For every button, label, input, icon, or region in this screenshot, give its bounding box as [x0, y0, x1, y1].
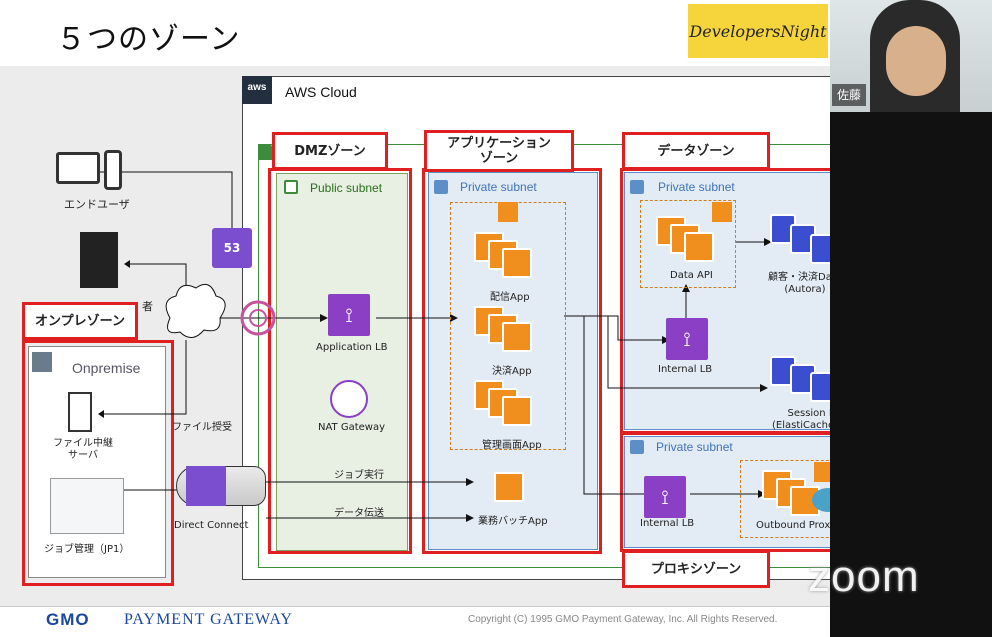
server-icon: [68, 392, 92, 432]
direct-connect-label: Direct Connect: [174, 520, 249, 531]
onpremise-zone-box: [22, 340, 174, 586]
batch-app-label: 業務バッチApp: [478, 516, 548, 527]
private-subnet-proxy-label: Private subnet: [656, 440, 733, 454]
mobile-icon: [104, 150, 122, 190]
ec2-icon: [684, 232, 714, 262]
jp1-screenshot-icon: [50, 478, 124, 534]
ec2-icon: [502, 322, 532, 352]
onpremise-zone-label: オンプレゾーン: [22, 302, 138, 340]
participant-name-tag: 佐藤: [832, 84, 866, 106]
application-lb-label: Application LB: [316, 342, 388, 353]
ec2-icon: [502, 248, 532, 278]
dmz-zone-label: DMZゾーン: [272, 132, 388, 170]
outbound-proxy-label: Outbound Proxy: [756, 520, 837, 531]
direct-connect-icon: [186, 466, 226, 506]
user-line: [98, 171, 233, 250]
vpc-cloud-icon: [258, 144, 272, 160]
building-icon: [32, 352, 52, 372]
payment-app-label: 決済App: [492, 366, 532, 377]
lock-icon: [434, 180, 448, 194]
lock-icon: [630, 440, 644, 454]
nat-gateway-label: NAT Gateway: [318, 422, 386, 433]
aws-cloud-label: AWS Cloud: [285, 84, 357, 100]
job-mgmt-label: ジョブ管理（JP1）: [44, 544, 130, 555]
route53-icon: 53: [212, 228, 252, 268]
video-sidebar: [830, 112, 992, 637]
partner-label: 者: [142, 300, 153, 313]
customer-db-label: 顧客・決済Data (Autora): [768, 272, 842, 295]
developers-night-banner: DevelopersNight: [688, 4, 828, 58]
ec2-icon: [502, 396, 532, 426]
app-to-internal-lb: [564, 315, 662, 341]
application-lb-icon: ⟟: [328, 294, 370, 336]
desktop-icon: [56, 152, 100, 184]
gmo-logo: GMO: [46, 610, 90, 629]
participant-video[interactable]: 佐藤: [830, 0, 992, 112]
slide-title: ５つのゾーン: [56, 22, 241, 57]
app-to-proxy-lb: [583, 316, 644, 495]
zoom-watermark: zoom: [808, 552, 920, 601]
nat-gateway-icon: [330, 380, 368, 418]
internal-lb-proxy-icon: ⟟: [644, 476, 686, 518]
data-api-label: Data API: [670, 270, 713, 281]
aws-logo-icon: aws: [242, 76, 272, 104]
autoscaling-icon: [814, 462, 834, 482]
file-transfer-label: ファイル授受: [172, 422, 232, 433]
internal-lb-proxy-label: Internal LB: [640, 518, 695, 529]
onpremise-label: Onpremise: [72, 360, 141, 376]
internal-lb-data-label: Internal LB: [658, 364, 713, 375]
autoscaling-group-api: [640, 200, 736, 288]
copyright-text: Copyright (C) 1995 GMO Payment Gateway, …: [468, 614, 778, 625]
lock-icon: [284, 180, 298, 194]
private-subnet-app-label: Private subnet: [460, 180, 537, 194]
delivery-app-label: 配信App: [490, 292, 530, 303]
ec2-icon: [494, 472, 524, 502]
app-to-session: [607, 316, 760, 389]
public-subnet-label: Public subnet: [310, 181, 383, 195]
server-to-cloud: [104, 340, 187, 415]
file-relay-server-label: ファイル中継 サーバ: [53, 438, 113, 461]
end-user-label: エンドユーザ: [64, 198, 130, 211]
public-subnet: [276, 173, 408, 551]
admin-app-label: 管理画面App: [482, 440, 542, 451]
onpremise-box: [28, 346, 166, 578]
private-subnet-data-label: Private subnet: [658, 180, 735, 194]
lock-icon: [630, 180, 644, 194]
building-partner-icon: [80, 232, 118, 288]
footer-divider: [0, 606, 925, 607]
data-transfer-label: データ伝送: [334, 508, 384, 519]
job-exec-label: ジョブ実行: [334, 470, 384, 481]
data-zone-label: データゾーン: [622, 132, 770, 170]
application-zone-label: アプリケーション ゾーン: [424, 130, 574, 172]
internal-lb-icon: ⟟: [666, 318, 708, 360]
autoscaling-icon: [498, 202, 518, 222]
autoscaling-icon: [712, 202, 732, 222]
participant-face: [886, 26, 946, 96]
proxy-zone-label: プロキシゾーン: [622, 550, 770, 588]
gmo-logo-text: PAYMENT GATEWAY: [124, 611, 293, 628]
